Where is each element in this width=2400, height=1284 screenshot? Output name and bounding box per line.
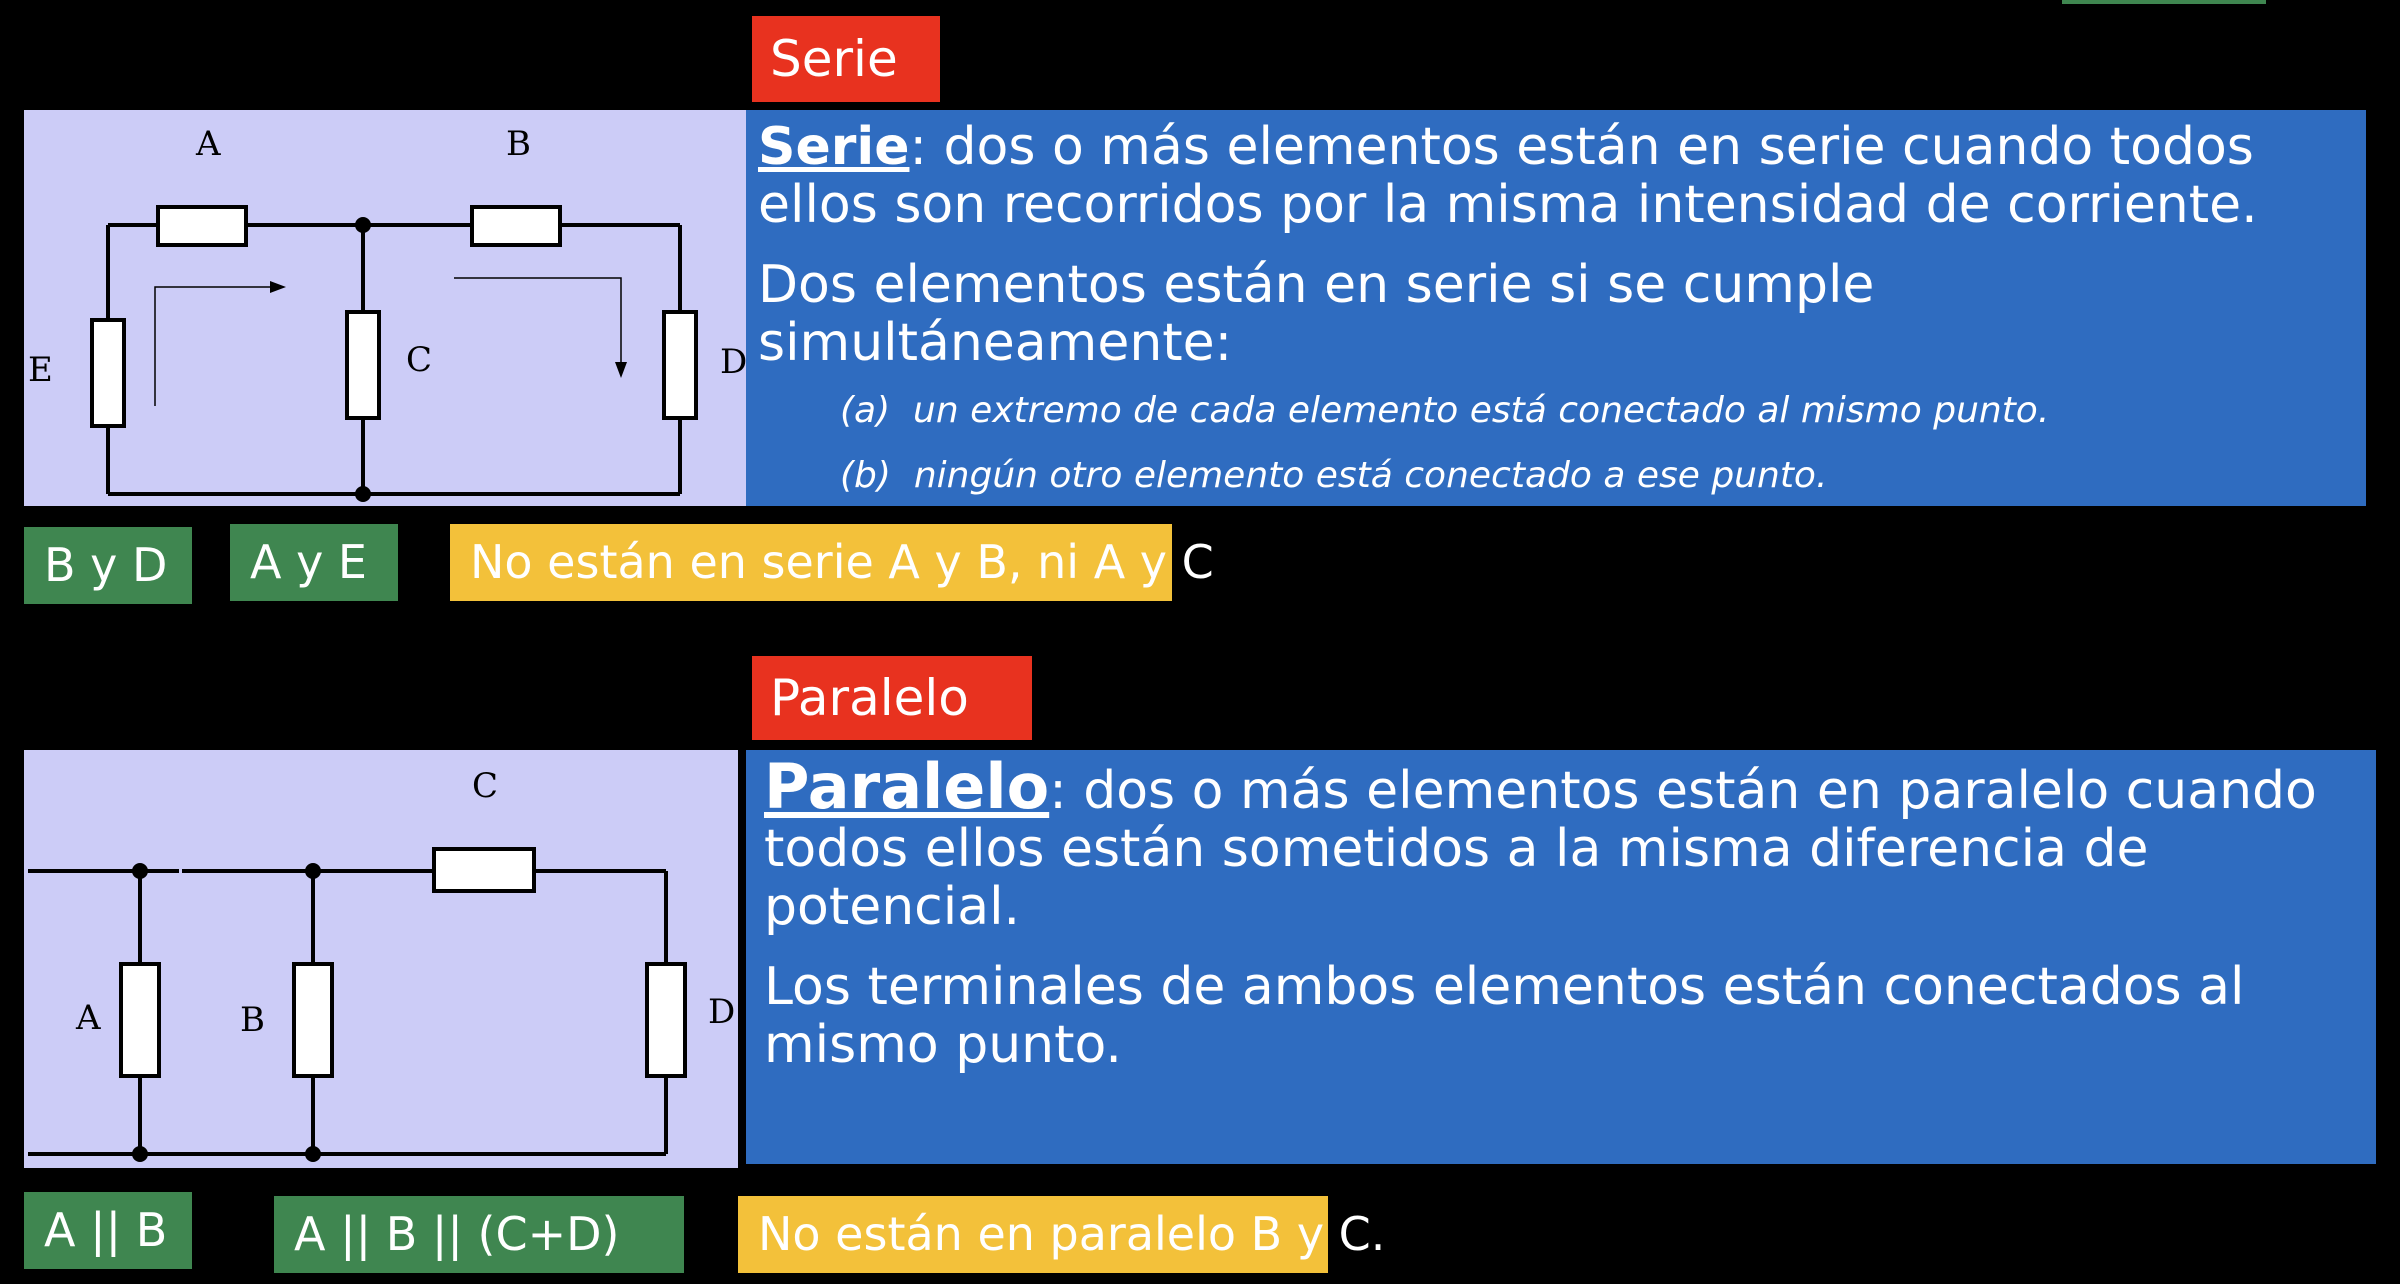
paralelo-label-d: D <box>708 992 736 1032</box>
serie-answer-a-e: A y E <box>230 524 398 601</box>
paralelo-extra: Los terminales de ambos elementos están … <box>764 957 2245 1075</box>
serie-answer-b-d: B y D <box>24 527 192 604</box>
paralelo-title: Paralelo <box>752 656 1032 740</box>
serie-answer-not-series: No están en serie A y B, ni A y C <box>450 524 1214 601</box>
serie-circuit: A B C D E <box>24 110 748 506</box>
serie-label-b: B <box>506 124 531 164</box>
condition-text: ningún otro elemento está conectado a es… <box>913 455 1828 496</box>
paralelo-answer-a-b-cd: A || B || (C+D) <box>274 1196 684 1273</box>
paralelo-label-c: C <box>472 766 499 806</box>
serie-condition-b: (b) ningún otro elemento está conectado … <box>840 455 2352 496</box>
serie-definition: Serie: dos o más elementos están en seri… <box>758 118 2352 234</box>
serie-definition-panel: Serie: dos o más elementos están en seri… <box>746 110 2366 506</box>
serie-definition-text: : dos o más elementos están en serie cua… <box>758 117 2258 235</box>
top-right-accent <box>2062 0 2266 4</box>
paralelo-term: Paralelo <box>764 750 1050 823</box>
serie-condition-intro: Dos elementos están en serie si se cumpl… <box>758 255 1875 373</box>
paralelo-answer-a-b: A || B <box>24 1192 192 1269</box>
condition-text: un extremo de cada elemento está conecta… <box>913 390 2050 431</box>
paralelo-definition: Paralelo: dos o más elementos están en p… <box>764 756 2362 937</box>
paralelo-definition-panel: Paralelo: dos o más elementos están en p… <box>746 750 2376 1164</box>
paralelo-circuit: A B C D <box>24 750 738 1168</box>
serie-label-c: C <box>406 340 433 380</box>
serie-circuit-diagram <box>90 205 698 502</box>
serie-title: Serie <box>752 16 940 102</box>
serie-term: Serie <box>758 117 910 177</box>
paralelo-definition-text: : dos o más elementos están en paralelo … <box>764 761 2317 937</box>
serie-label-a: A <box>196 124 221 164</box>
serie-label-d: D <box>720 342 748 382</box>
serie-condition-a: (a) un extremo de cada elemento está con… <box>840 390 2352 431</box>
condition-marker: (b) <box>840 455 891 496</box>
paralelo-label-a: A <box>76 998 101 1038</box>
paralelo-circuit-diagram <box>28 847 687 1162</box>
serie-label-e: E <box>28 350 53 390</box>
paralelo-label-b: B <box>240 1000 265 1040</box>
condition-marker: (a) <box>840 390 891 431</box>
paralelo-answer-not-parallel: No están en paralelo B y C. <box>738 1196 1385 1273</box>
